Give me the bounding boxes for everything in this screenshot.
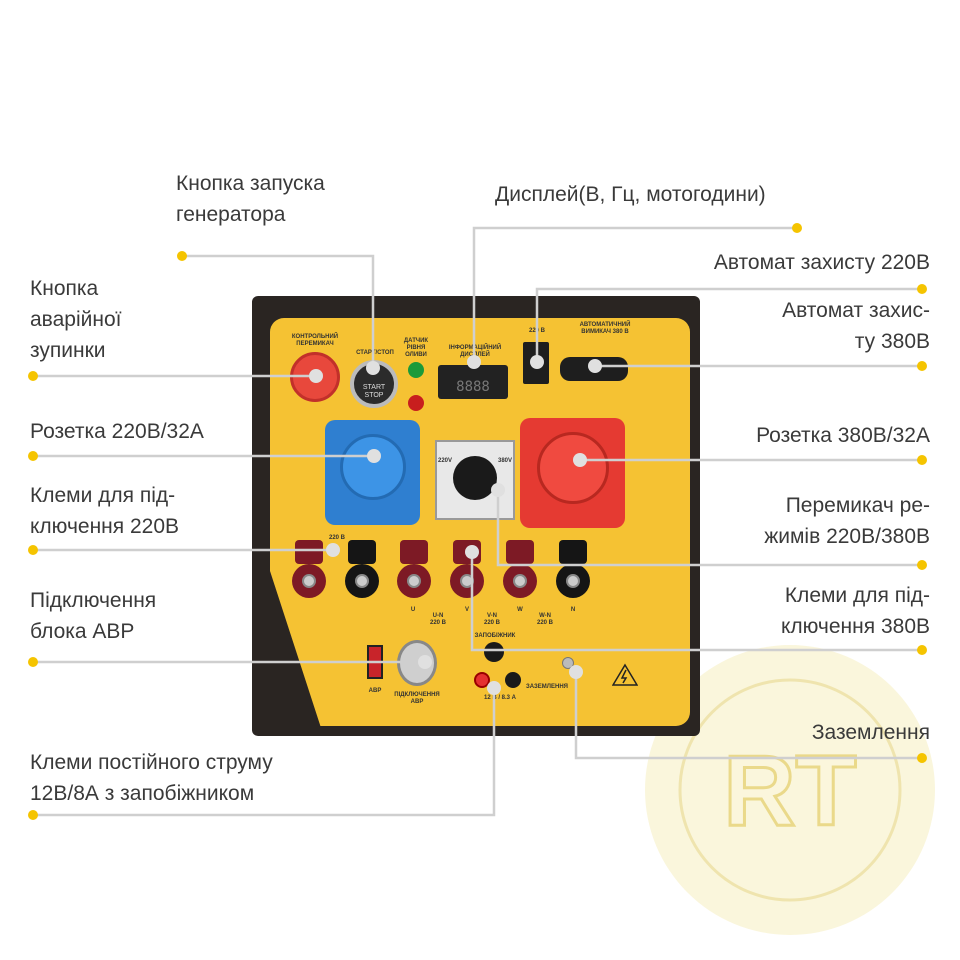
label-breaker-220: Автомат захисту 220В [713,251,930,274]
label-emergency-stop: Кнопка аварійної зупинки [30,277,122,362]
ats-caption: АВР [368,688,382,694]
svg-text:RT: RT [723,735,856,847]
phase-v: V [464,607,469,613]
mode-switch[interactable] [435,440,515,520]
info-display: 8888 [438,365,508,399]
dc-terminal-positive[interactable] [474,672,490,688]
socket-220[interactable] [325,420,420,525]
oil-indicator-green [408,362,424,378]
label-start-button: Кнопка запуска генератора [176,172,325,226]
watermark-logo: RT [645,645,935,935]
grounding-caption: ЗАЗЕМЛЕННЯ [525,684,568,690]
terminal-220-caption: 220 В [328,535,345,541]
terminal-w[interactable] [503,540,537,602]
label-socket-220: Розетка 220В/32А [30,420,204,443]
dc-terminal-negative[interactable] [505,672,521,688]
fuse-caption: ЗАПОБІЖНИК [474,633,516,639]
fuse-button[interactable] [484,642,504,662]
switch-220-label: 220V [438,458,453,464]
label-mode-switch: Перемикач ре- жимів 220В/380В [764,494,930,548]
label-terminals-220: Клеми для під- ключення 220В [30,484,180,538]
label-display: Дисплей(В, Гц, мотогодини) [495,183,766,206]
terminal-220-l[interactable] [292,540,326,602]
oil-indicator-red [408,395,424,411]
socket-380[interactable] [520,418,625,528]
high-voltage-warning-icon [612,663,638,686]
grounding-bolt[interactable] [562,657,574,669]
control-switch-caption: КОНТРОЛЬНИЙ ПЕРЕМИКАЧ [291,334,339,347]
dc-caption: 12 В / 8.3 А [483,695,516,701]
start-stop-caption: СТАРТ/СТОП [356,350,394,356]
label-dc-terminals: Клеми постійного струму 12В/8А з запобіж… [30,751,273,805]
oil-sensor-caption: ДАТЧИК РІВНЯ ОЛИВИ [403,338,429,358]
terminal-n[interactable] [556,540,590,602]
label-grounding: Заземлення [811,721,930,744]
terminal-220-n[interactable] [345,540,379,602]
phase-label-un: U-N 220 В [429,613,446,626]
phase-u: U [410,607,416,613]
auto-breaker-caption: АВТОМАТИЧНИЙ ВИМИКАЧ 380 В [579,322,631,335]
phase-label-wn: W-N 220 В [536,613,553,626]
terminal-u[interactable] [397,540,431,602]
switch-380-label: 380V [498,458,513,464]
label-breaker-380: Автомат захис- ту 380В [782,299,930,353]
phase-label-vn: V-N 220 В [483,613,500,626]
ats-connection-caption: ПІДКЛЮЧЕННЯ АВР [394,692,440,705]
label-terminals-380: Клеми для під- ключення 380В [780,584,930,638]
label-ats-connection: Підключення блока АВР [30,589,157,643]
phase-n: N [570,607,576,613]
label-socket-380: Розетка 380В/32А [756,424,930,447]
phase-w: W [517,607,523,613]
